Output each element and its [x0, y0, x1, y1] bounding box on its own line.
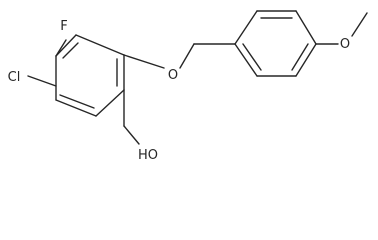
bond-ring2-c6-c1: [234, 43, 258, 77]
bond-c-cl: [27, 75, 57, 87]
atom-chlorine: Cl: [8, 70, 21, 85]
structure-canvas: F Cl O O HO: [7, 10, 368, 163]
atom-ether-oxygen: O: [168, 68, 178, 83]
bond-ring1-c1-c2: [75, 34, 125, 56]
bond-ring1-c3-c4: [95, 89, 125, 117]
bond-c-o-ether: [123, 54, 165, 69]
left-benzene-ring: [55, 34, 125, 117]
bond-ring1-c6-c1: [55, 34, 77, 57]
bond-ring2-c6-c1-inner: [242, 43, 262, 71]
bond-ring2-c1-c2: [234, 10, 258, 45]
bond-ring2-c3-c4: [295, 10, 317, 45]
atom-methoxy-oxygen: O: [340, 37, 350, 52]
atom-hydroxyl: HO: [138, 148, 158, 163]
molecule-diagram: F Cl O O HO: [8, 10, 368, 163]
bond-ring2-c4-c5-inner: [291, 43, 309, 71]
bond-o-ch2: [179, 43, 195, 69]
bond-ch2-oh: [123, 125, 140, 145]
atom-fluorine: F: [60, 19, 67, 34]
bond-ring1-c6-c1-inner: [62, 42, 79, 59]
bond-o-ch3: [351, 12, 368, 37]
bond-ring1-c4-c5-inner: [59, 94, 95, 109]
right-benzene-ring: [234, 10, 317, 77]
bond-ring2-c4-c5: [295, 43, 317, 77]
bond-c-f: [55, 39, 67, 57]
bond-ring1-c4-c5: [55, 99, 97, 117]
